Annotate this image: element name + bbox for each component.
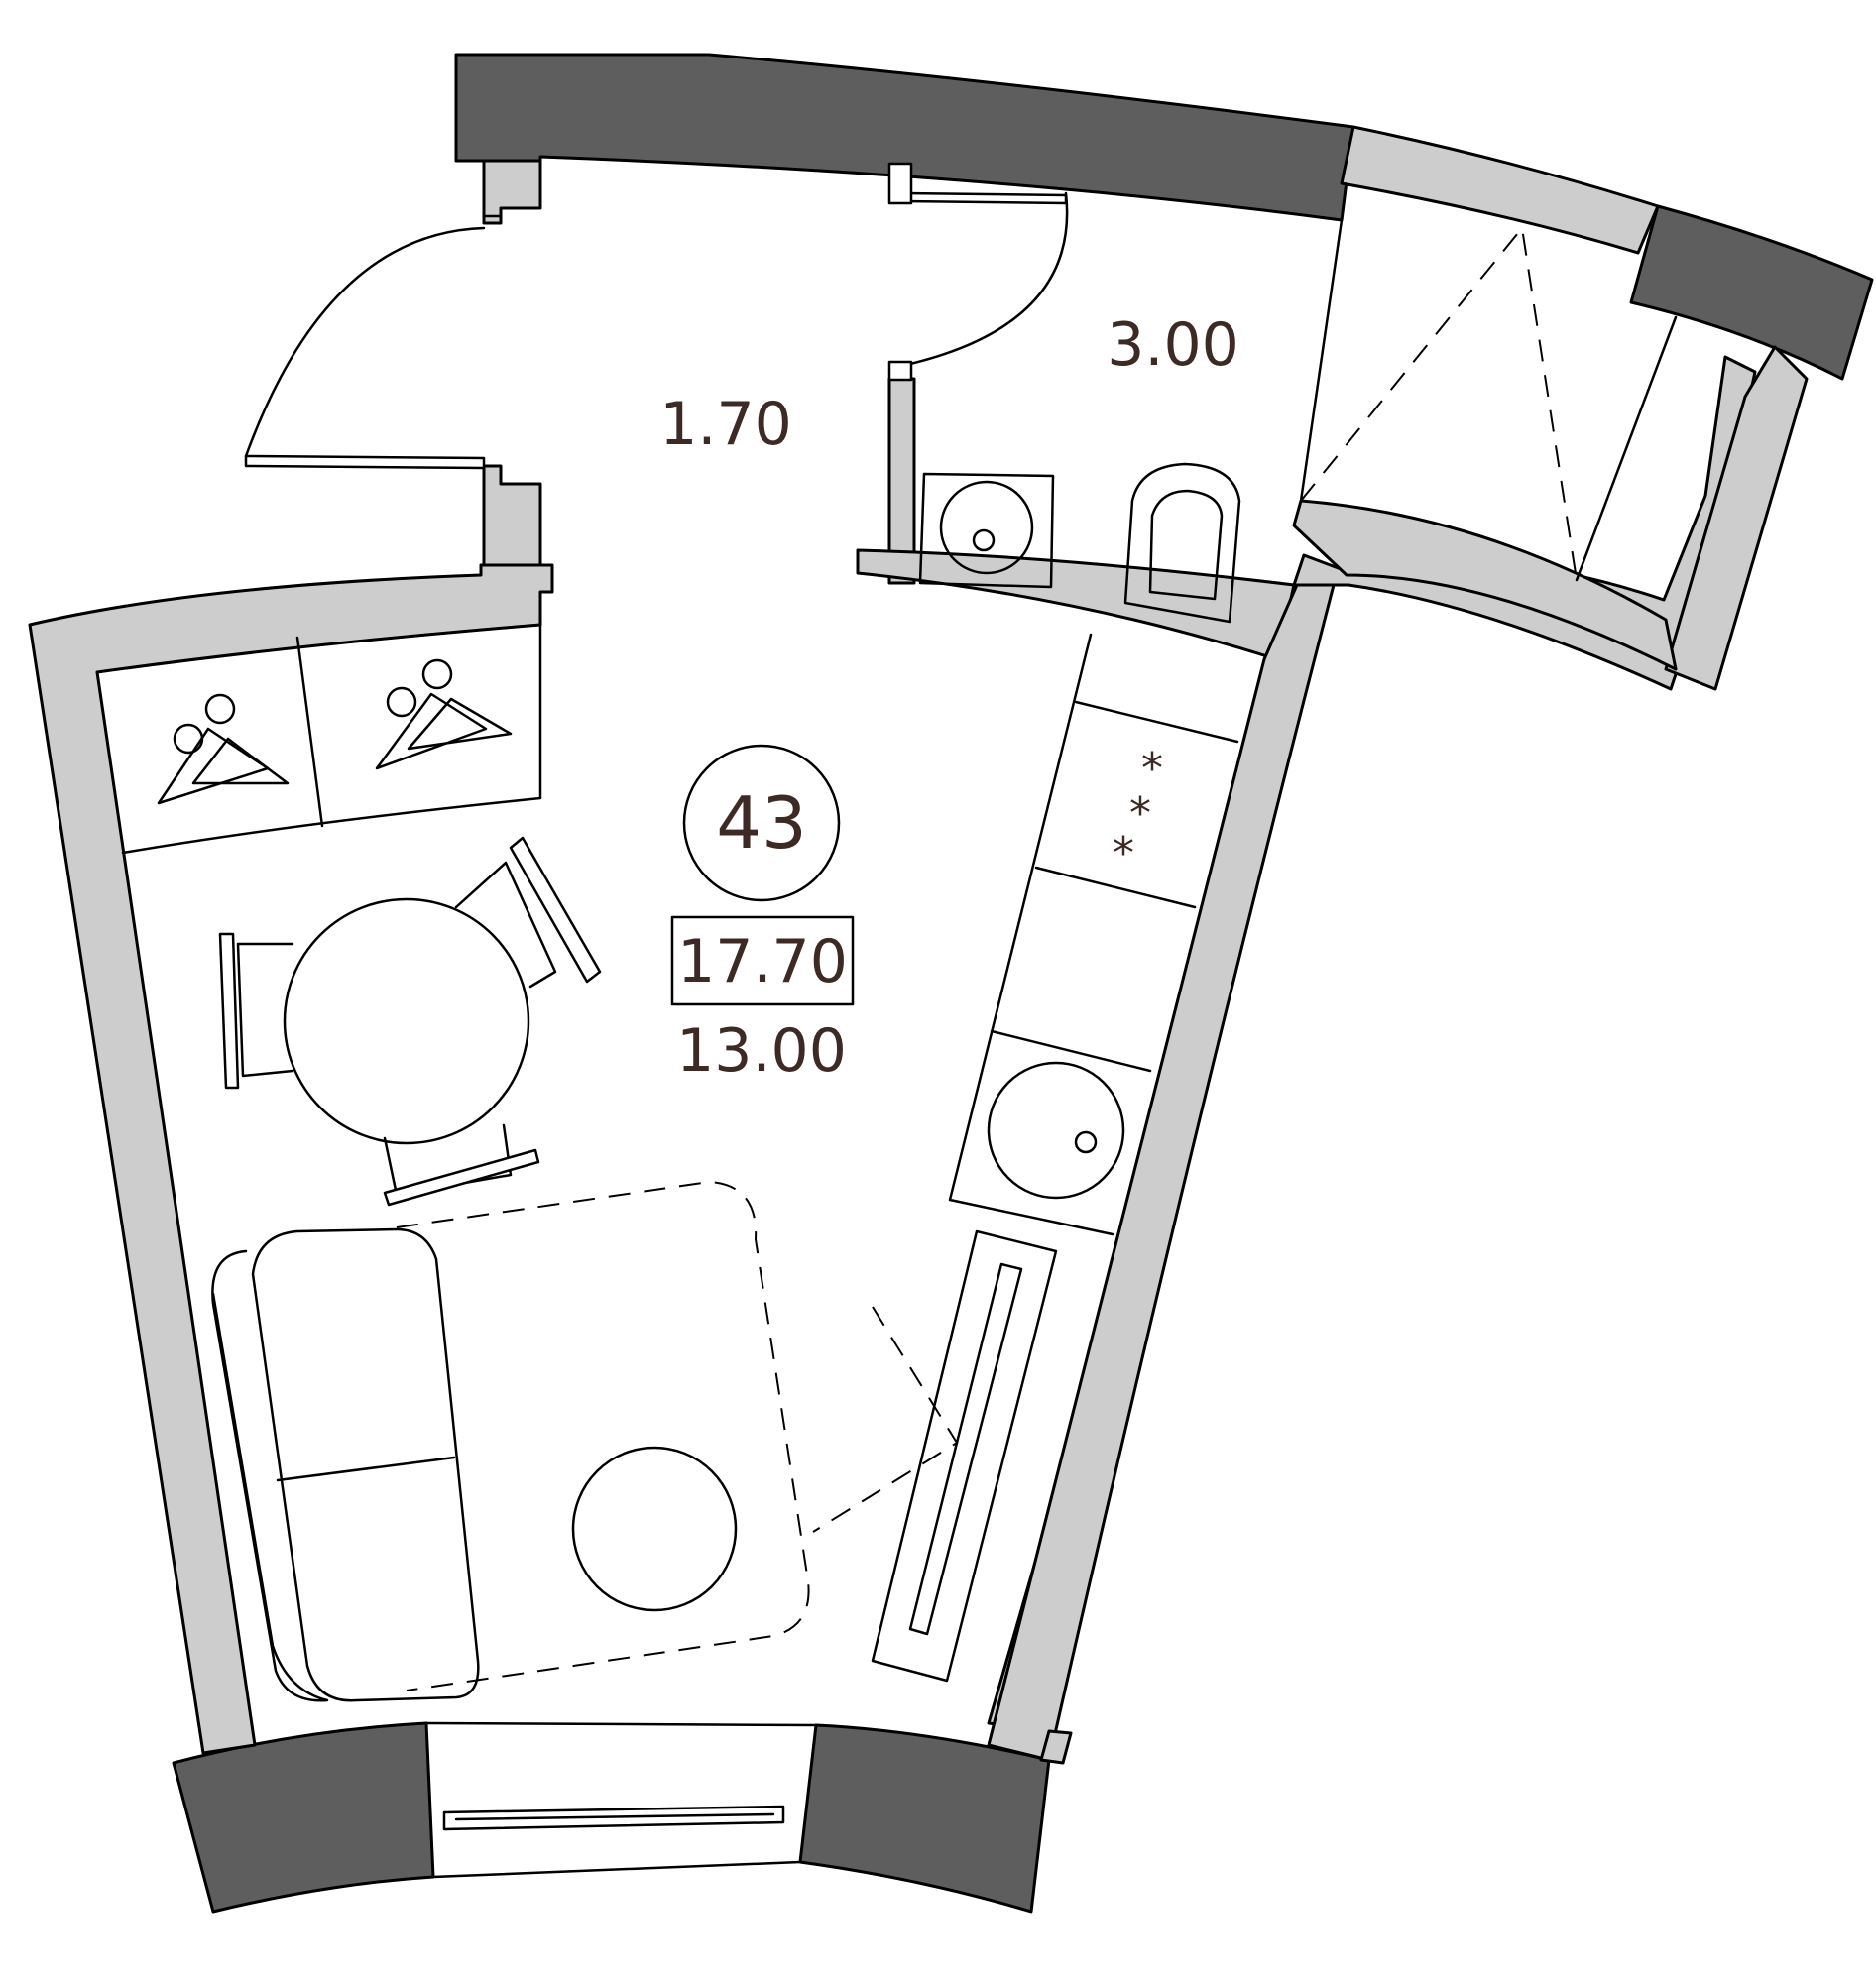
toilet [1123, 462, 1241, 624]
top-right-exterior-wall [1629, 204, 1874, 381]
wardrobe-hanger-icon [157, 693, 290, 805]
wardrobe [95, 623, 542, 855]
sofa-icon [211, 1249, 329, 1702]
wardrobe-hanger-icon [375, 658, 513, 770]
hall-area-label: 1.70 [659, 390, 792, 459]
bathroom-door[interactable] [887, 162, 1069, 382]
total-area-box: 17.70 [670, 915, 855, 1006]
bathroom-area-label: 3.00 [1107, 310, 1239, 380]
svg-text:*: * [1141, 744, 1163, 794]
chair-icon [218, 932, 294, 1090]
sink-icon [939, 480, 1034, 575]
bottom-right-exterior-wall [798, 1723, 1051, 1914]
svg-text:*: * [1113, 828, 1134, 878]
left-wall [28, 563, 554, 1755]
exterior-walls [172, 53, 1874, 1914]
interior-walls [28, 125, 1809, 1765]
kitchen-sink-icon [987, 1061, 1125, 1200]
radiator-icon [871, 1229, 1058, 1683]
stove-burner-icon: * * * [1113, 744, 1163, 878]
dining-set [218, 836, 602, 1207]
kitchen-counter: * * * [948, 633, 1239, 1236]
toilet-icon [1123, 462, 1241, 624]
sink [918, 472, 1055, 589]
top-exterior-wall [454, 53, 1355, 222]
chair-icon [454, 836, 602, 989]
unit-number: 43 [716, 781, 807, 865]
storage-left-wall [1292, 499, 1678, 671]
window-pillar-right [1039, 1729, 1073, 1765]
hall-pillar-bottom [482, 464, 542, 567]
storage-annex [1299, 218, 1678, 582]
unit-number-badge: 43 [682, 744, 841, 902]
living-area-label: 13.00 [676, 1016, 847, 1086]
total-area-label: 17.70 [677, 927, 848, 996]
chair-icon [383, 1123, 540, 1207]
window [424, 1721, 818, 1879]
storage-right-wall [1664, 345, 1809, 691]
entry-door[interactable] [244, 214, 503, 470]
dining-table-icon [283, 897, 530, 1145]
sofa [211, 1180, 959, 1702]
hall-pillar-left [482, 159, 542, 225]
storage-top-wall [1340, 125, 1660, 255]
bathroom-bottom-wall [856, 355, 1757, 1733]
right-diagonal-wall [987, 583, 1336, 1762]
svg-text:*: * [1129, 788, 1151, 839]
